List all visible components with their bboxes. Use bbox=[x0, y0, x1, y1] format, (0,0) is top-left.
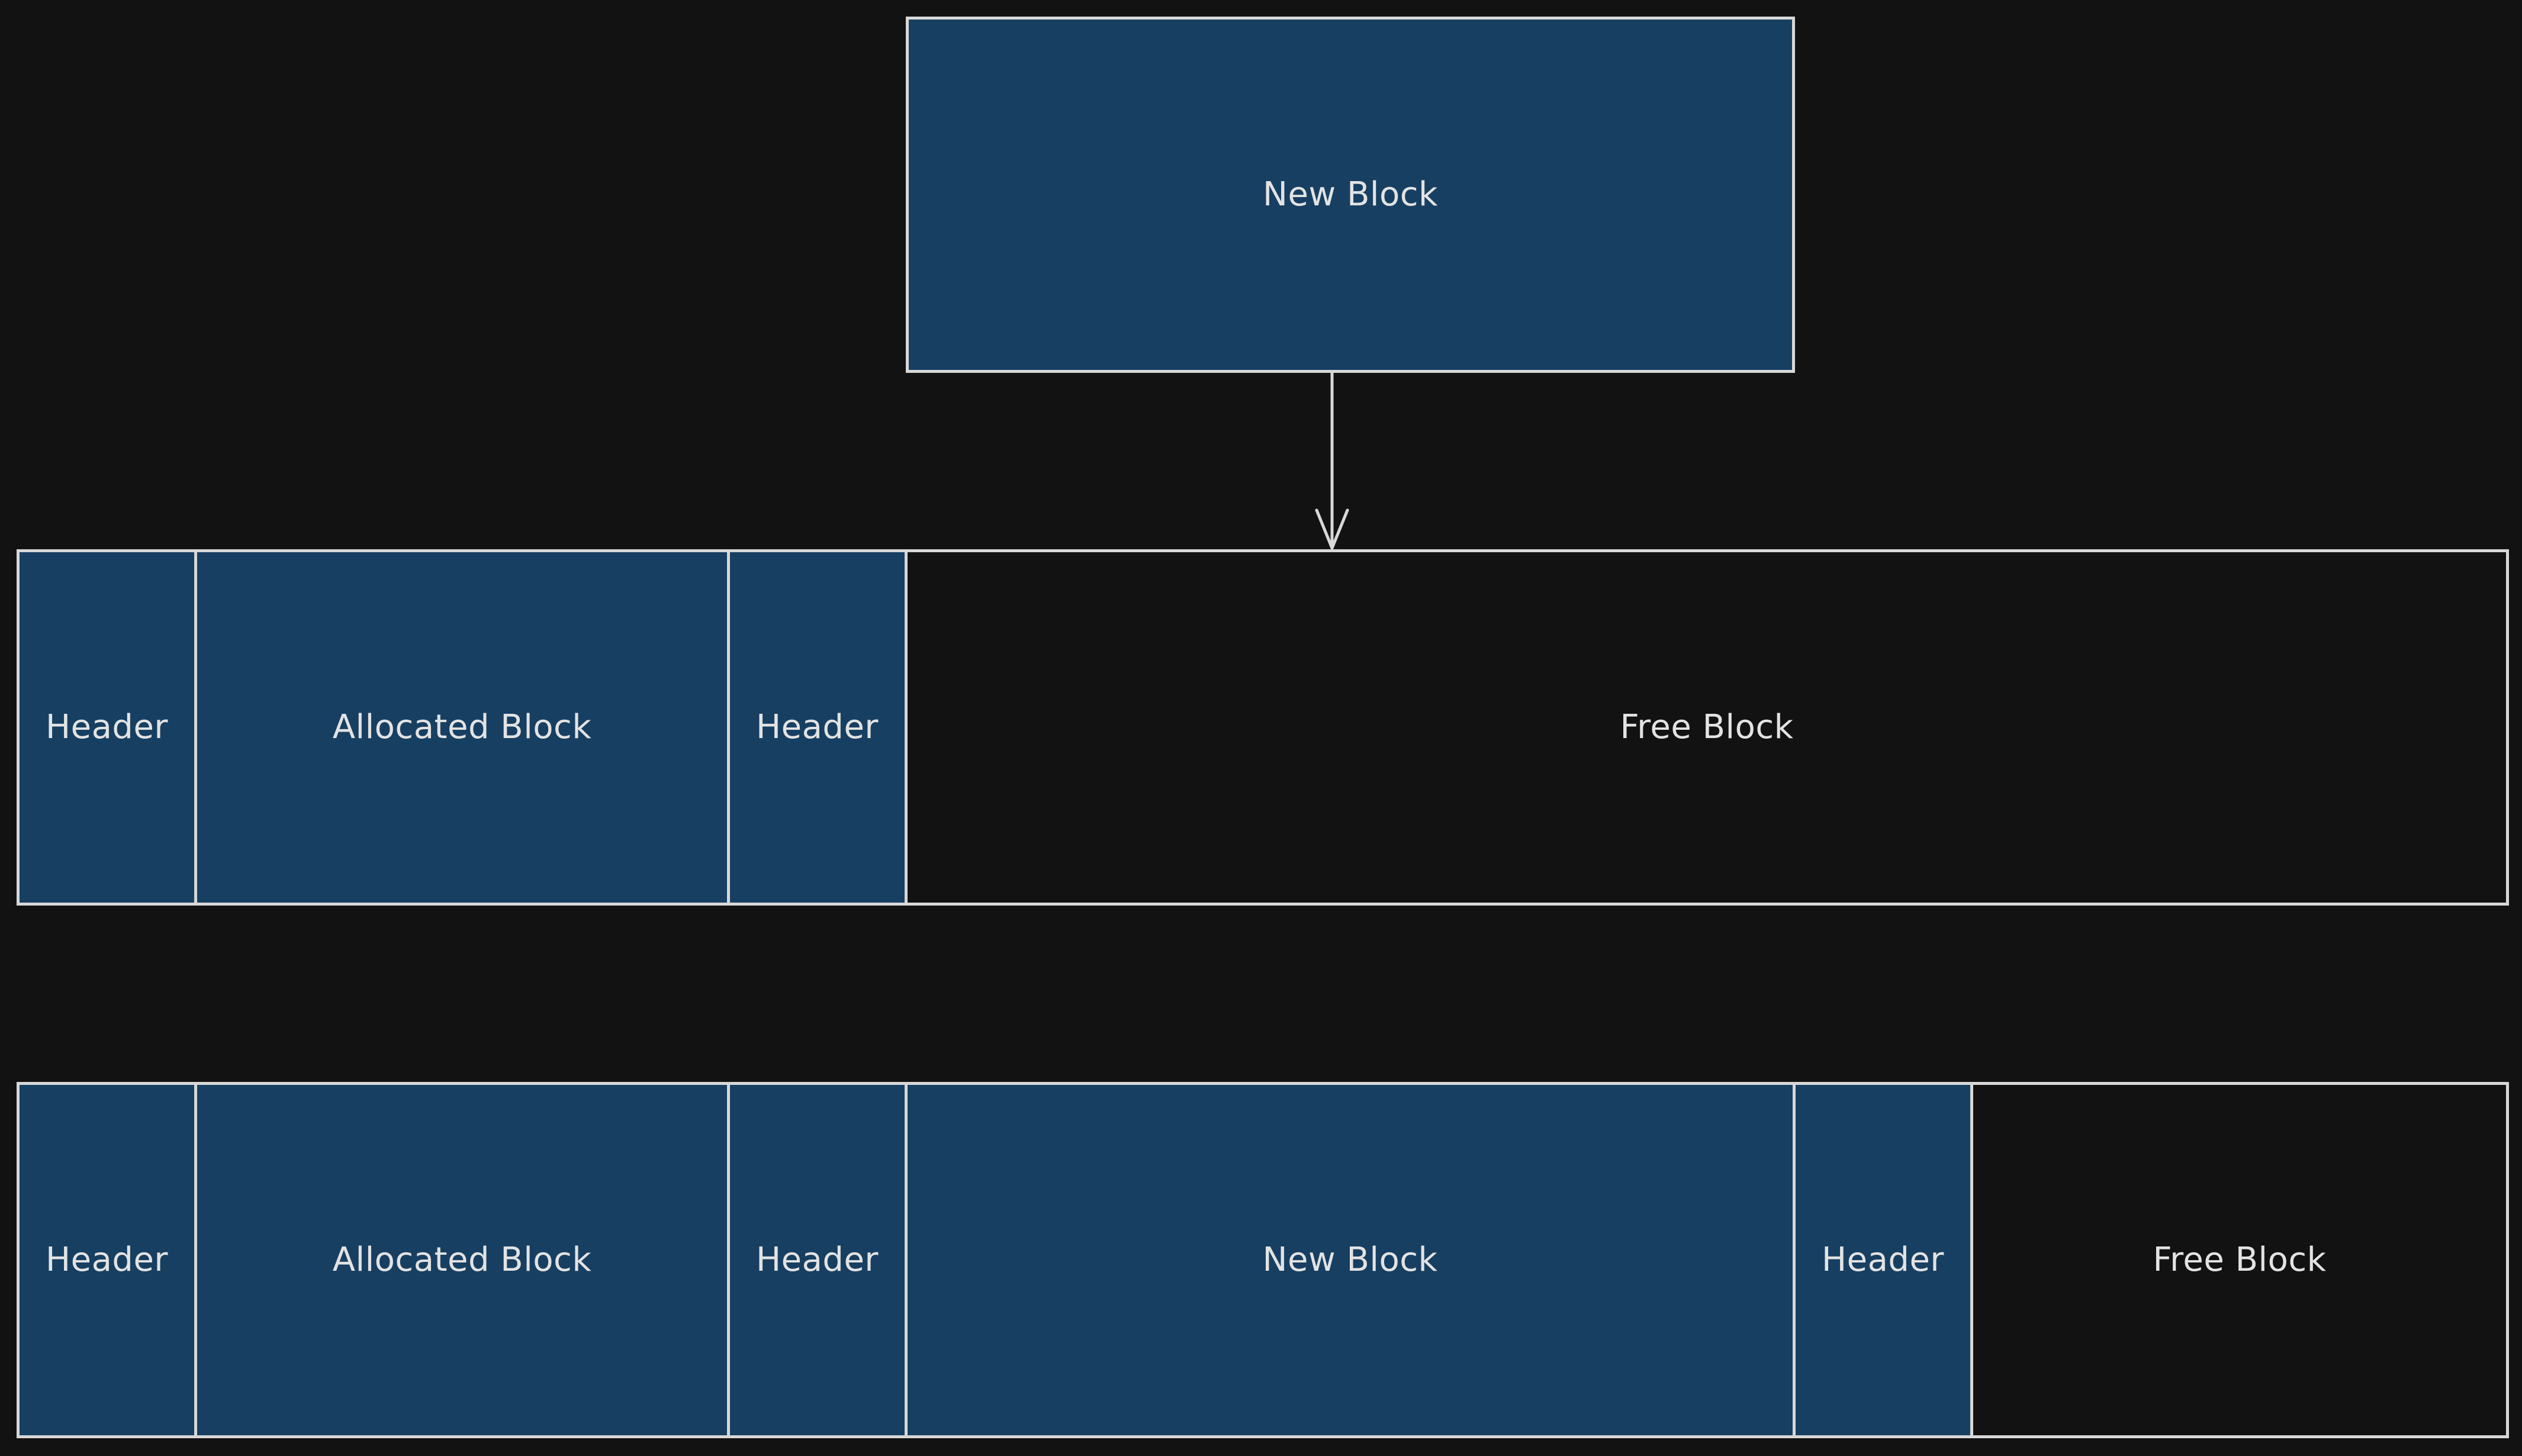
row2-header-1: Header bbox=[20, 1085, 197, 1435]
row2-header-2: Header bbox=[730, 1085, 908, 1435]
row1-free-block-label: Free Block bbox=[1620, 708, 1794, 746]
row1-header-1: Header bbox=[20, 552, 197, 903]
placement-arrow-head bbox=[1315, 508, 1349, 550]
row1-allocated-block: Allocated Block bbox=[197, 552, 730, 903]
row2-new-block-label: New Block bbox=[1262, 1241, 1438, 1279]
row2-header-3-label: Header bbox=[1822, 1241, 1944, 1279]
memory-layout-after: Header Allocated Block Header New Block … bbox=[17, 1082, 2509, 1438]
memory-layout-before: Header Allocated Block Header Free Block bbox=[17, 549, 2509, 906]
row2-allocated-block: Allocated Block bbox=[197, 1085, 730, 1435]
row2-header-1-label: Header bbox=[46, 1241, 168, 1279]
row1-allocated-block-label: Allocated Block bbox=[332, 708, 592, 746]
row1-header-2: Header bbox=[730, 552, 908, 903]
row1-header-2-label: Header bbox=[756, 708, 879, 746]
new-block-top-label: New Block bbox=[1263, 175, 1438, 214]
row2-free-block-label: Free Block bbox=[2153, 1241, 2327, 1279]
row2-new-block: New Block bbox=[908, 1085, 1796, 1435]
row1-header-1-label: Header bbox=[46, 708, 168, 746]
row2-free-block: Free Block bbox=[1973, 1085, 2506, 1435]
row1-free-block: Free Block bbox=[908, 552, 2506, 903]
row2-header-3: Header bbox=[1796, 1085, 1973, 1435]
row2-allocated-block-label: Allocated Block bbox=[332, 1241, 592, 1279]
row2-header-2-label: Header bbox=[756, 1241, 879, 1279]
new-block-top: New Block bbox=[906, 17, 1795, 373]
